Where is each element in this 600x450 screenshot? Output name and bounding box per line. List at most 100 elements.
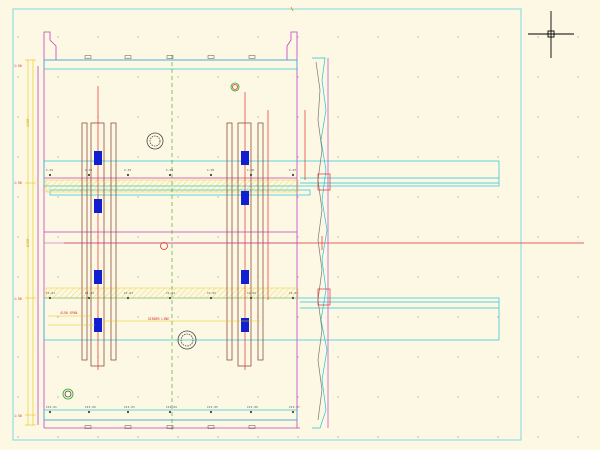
grid-dot xyxy=(217,76,219,78)
grid-dot xyxy=(57,156,59,158)
grid-dot xyxy=(457,396,459,398)
red-vertical-lines xyxy=(97,86,306,370)
grid-dot xyxy=(537,356,539,358)
grid-dot xyxy=(17,156,19,158)
connector-mark xyxy=(248,425,256,429)
grid-dot xyxy=(217,276,219,278)
grid-dot xyxy=(497,36,499,38)
grid-dot xyxy=(297,436,299,438)
dim-label-6: 1:50 xyxy=(14,414,22,418)
grid-dot xyxy=(537,36,539,38)
node-dot xyxy=(291,410,295,414)
grid-dot xyxy=(457,116,459,118)
grid-dot xyxy=(537,316,539,318)
grid-dot xyxy=(177,316,179,318)
grid-dot xyxy=(577,156,579,158)
top-connector-marks xyxy=(84,55,256,429)
structure-outline xyxy=(37,31,300,429)
dim-label-5: 1:50 xyxy=(14,297,22,301)
grid-dot xyxy=(457,236,459,238)
grid-dot xyxy=(337,396,339,398)
grid-dot xyxy=(577,316,579,318)
grid-dot xyxy=(217,436,219,438)
grid-dot xyxy=(417,276,419,278)
grid-dot xyxy=(17,436,19,438)
node-label: II-06 xyxy=(247,291,256,295)
grid-dot xyxy=(137,156,139,158)
grid-dot xyxy=(137,116,139,118)
connector-mark xyxy=(166,55,174,59)
grid-dot xyxy=(337,76,339,78)
node-label: I-01 xyxy=(46,168,53,172)
cyan-strips xyxy=(43,59,500,421)
inner-dimensions xyxy=(48,315,260,326)
grid-dot xyxy=(417,196,419,198)
grid-dot xyxy=(537,116,539,118)
grid-dot xyxy=(577,196,579,198)
grid-dot xyxy=(537,276,539,278)
grid-dot xyxy=(457,436,459,438)
grid-dot xyxy=(217,356,219,358)
callout-span: 4150 SPAN xyxy=(60,311,77,315)
grid-dot xyxy=(137,236,139,238)
grid-dot xyxy=(97,36,99,38)
grid-dot xyxy=(457,76,459,78)
node-dot xyxy=(249,296,253,300)
grid-dot xyxy=(17,276,19,278)
grid-dot xyxy=(457,156,459,158)
grid-dot xyxy=(257,36,259,38)
grid-dot xyxy=(377,396,379,398)
anchors xyxy=(62,82,240,400)
node-label: III-06 xyxy=(247,405,258,409)
grid-dot xyxy=(297,396,299,398)
node-label: II-01 xyxy=(46,291,55,295)
grid-dot xyxy=(377,116,379,118)
grid-dot xyxy=(217,116,219,118)
grid-dot xyxy=(137,36,139,38)
crosshair-cursor[interactable] xyxy=(528,11,574,58)
grid-dot xyxy=(537,76,539,78)
node-label: II-03 xyxy=(124,291,133,295)
grid-dot xyxy=(577,436,579,438)
connector-mark xyxy=(84,425,92,429)
node-dot xyxy=(126,410,130,414)
grid-dot xyxy=(417,156,419,158)
grid-dot xyxy=(457,36,459,38)
grid-dot xyxy=(377,76,379,78)
grid-dot xyxy=(297,276,299,278)
grid-dot xyxy=(457,196,459,198)
grid-dot xyxy=(257,436,259,438)
grid-dot xyxy=(377,156,379,158)
grid-dot xyxy=(497,316,499,318)
grid-dot xyxy=(577,76,579,78)
grid-dot xyxy=(577,356,579,358)
side-elevation-profile xyxy=(312,57,331,429)
node-dot xyxy=(209,173,213,177)
grid-dot xyxy=(297,156,299,158)
node-dot xyxy=(291,173,295,177)
node-label: II-05 xyxy=(207,291,216,295)
grid-dot xyxy=(337,356,339,358)
dim-label-2: 4150 xyxy=(26,119,30,127)
node-label: III-02 xyxy=(85,405,96,409)
node-dot xyxy=(209,296,213,300)
grid-dot xyxy=(537,156,539,158)
dim-label-3: 1:50 xyxy=(14,181,22,185)
connector-mark xyxy=(207,55,215,59)
grid-dot xyxy=(57,236,59,238)
node-dot xyxy=(87,410,91,414)
grid-dot xyxy=(97,396,99,398)
connector-mark xyxy=(207,425,215,429)
grid-dot xyxy=(417,236,419,238)
grid-dot xyxy=(497,276,499,278)
grid-dot xyxy=(297,316,299,318)
grid-dot xyxy=(297,236,299,238)
grid-dot xyxy=(217,36,219,38)
grid-dot xyxy=(377,436,379,438)
grid-dot xyxy=(497,356,499,358)
grid-dot xyxy=(177,276,179,278)
bearing-blocks xyxy=(94,151,249,332)
grid-dot xyxy=(17,236,19,238)
